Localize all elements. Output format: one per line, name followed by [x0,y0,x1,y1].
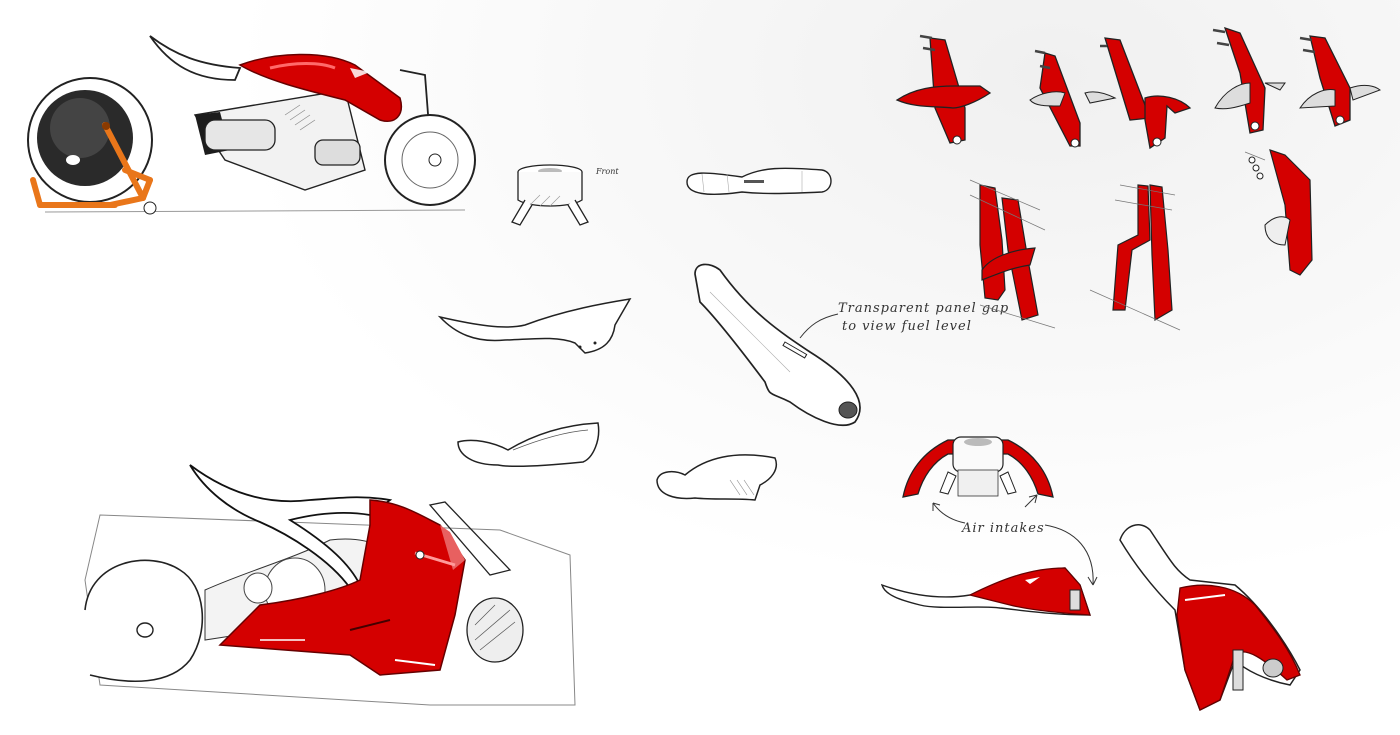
fairing-front-view-air-intakes [898,432,1058,502]
tail-fairing-side [435,295,635,355]
tank-perspective-with-fuel-gap [690,262,870,432]
tail-fairing-perspective-left [453,420,603,470]
air-intakes-note: Air intakes [962,521,1045,536]
air-intake-arrows [925,494,1105,595]
bike-side-view-on-stand [25,20,485,220]
fuel-gap-note-line2: to view fuel level [842,319,972,334]
fuel-gap-note-line1: Transparent panel gap [838,301,1010,316]
tank-top-view [682,162,837,207]
tank-front-view [500,160,605,230]
fork-bracket-variants [960,149,1320,331]
fork-guard-variants [895,26,1385,153]
fuel-gap-leader-line [799,310,840,340]
bike-side-render-large [70,460,610,720]
tail-fairing-perspective-right [655,450,780,505]
fairing-side-red [880,560,1100,620]
front-label: Front [596,167,619,176]
fairing-perspective-red [1115,520,1305,712]
